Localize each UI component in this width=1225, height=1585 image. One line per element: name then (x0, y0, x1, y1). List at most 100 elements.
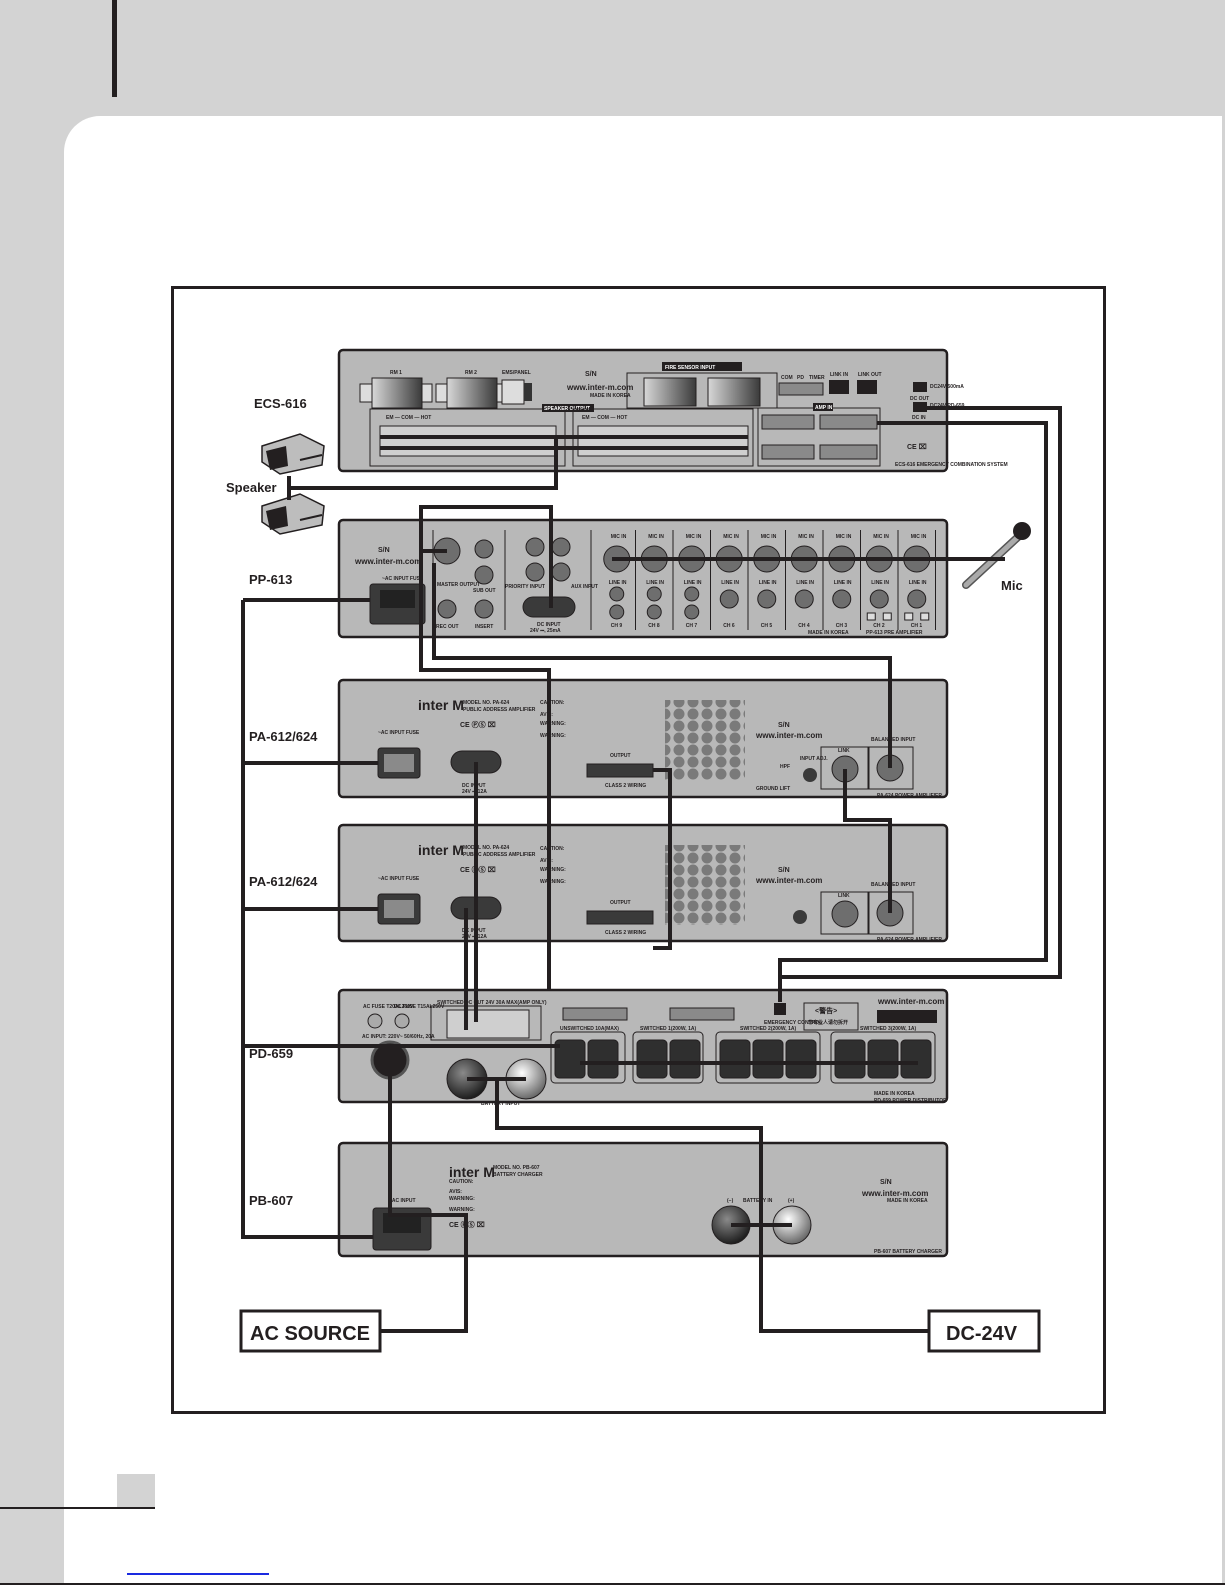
pb-caution: CAUTION: (449, 1179, 474, 1185)
terminal-legend-right: EM — COM — HOT (582, 415, 627, 421)
pb-model-desc: BATTERY CHARGER (493, 1172, 543, 1178)
iec-outlet (636, 1039, 668, 1079)
pa1-ground-lift: GROUND LIFT (756, 786, 790, 792)
ac-source-wire (380, 1060, 468, 1333)
pa2-sn: S/N (778, 867, 790, 874)
pd-unswitched-label: UNSWITCHED 10A(MAX) (560, 1026, 619, 1032)
diagram-frame (171, 286, 1106, 1414)
pd-dc-fuse-label: DC FUSE T15AL250V (394, 1004, 445, 1010)
pa-612-624-label-1: PA-612/624 (249, 729, 318, 744)
line-in-label: LINE IN (646, 580, 664, 586)
line-in-jack (757, 589, 777, 609)
sub-out-jack-1 (474, 539, 494, 559)
mic-in-label: MIC IN (836, 534, 852, 540)
line-in-jack (907, 589, 927, 609)
pa1-dc-input-label: DC INPUT (462, 783, 486, 789)
pa1-sn: S/N (778, 722, 790, 729)
sn-mark: S/N (585, 371, 597, 378)
phantom-power-switch[interactable] (920, 612, 930, 621)
pd-659-label: PD-659 (249, 1046, 293, 1061)
master-out-wire (432, 563, 892, 768)
channel-label: CH 3 (836, 623, 848, 629)
terminal-legend-left: EM — COM — HOT (386, 415, 431, 421)
pa1-model-footer: PA-624 POWER AMPLIFIER (877, 793, 942, 799)
aux-input-1 (551, 537, 571, 557)
iec-outlet (554, 1039, 586, 1079)
pa1-output-label: OUTPUT (610, 753, 631, 759)
page-number-box (117, 1474, 155, 1508)
footer-link[interactable] (127, 1573, 269, 1575)
pa1-cert-marks: CE ⓅⓈ ⌧ (460, 720, 496, 729)
channel-label: CH 1 (911, 623, 923, 629)
fire-sensor-9-16-connector (707, 377, 761, 407)
pa1-brand-logo: inter M (418, 697, 464, 713)
channel-label: CH 4 (798, 623, 810, 629)
pa1-avis: AVIS: (540, 712, 553, 718)
pa2-output-terminal (586, 910, 654, 925)
pa1-class2-label: CLASS 2 WIRING (605, 783, 646, 789)
amp-in-terminal-3 (761, 444, 815, 460)
pa1-balanced-label: BALANCED INPUT (871, 737, 915, 743)
pd-label: PD (797, 375, 804, 381)
pd-made-in: MADE IN KOREA (874, 1091, 915, 1097)
iec-outlet (752, 1039, 784, 1079)
priority-input-2 (525, 562, 545, 582)
pa1-output-terminal (586, 763, 654, 778)
pa1-url: www.inter-m.com (755, 731, 822, 740)
speaker-output-badge (542, 404, 594, 412)
speaker-icon (261, 493, 325, 535)
pb-warning-2: WARNING: (449, 1207, 475, 1213)
ecs-616-label: ECS-616 (254, 396, 307, 411)
speaker-terminal-block-left (379, 425, 557, 457)
rm2-connector (435, 377, 508, 409)
line-in-jack (869, 589, 889, 609)
pa2-ac-input-label: ~AC INPUT FUSE (378, 876, 420, 882)
line-in-jack (719, 589, 739, 609)
dc-in-label: DC IN (912, 415, 926, 421)
pa2-class2-label: CLASS 2 WIRING (605, 930, 646, 936)
line-in-l-jack (609, 604, 625, 620)
pb-model-no: MODEL NO. PB-607 (493, 1165, 540, 1171)
duck-switch[interactable] (904, 612, 914, 621)
line-in-label: LINE IN (609, 580, 627, 586)
pa-output-wire (653, 768, 672, 950)
wiring (241, 406, 1062, 1333)
line-in-r-jack (609, 586, 625, 602)
pd-warning-box (803, 1002, 859, 1031)
footer-rule (0, 1507, 155, 1509)
rec-out-label: REC OUT (436, 624, 459, 630)
mic-in-label: MIC IN (648, 534, 664, 540)
ecs-dc-in-wire (780, 406, 1062, 979)
timer-label: TIMER (809, 375, 825, 381)
pa2-link-label: LINK (838, 893, 850, 899)
phantom-power-switch[interactable] (882, 612, 892, 621)
pp-model-footer: PP-613 PRE AMPLIFIER (866, 630, 923, 636)
duck-switch[interactable] (866, 612, 876, 621)
pd-emergency-port (774, 1003, 786, 1015)
pa2-model-desc: PUBLIC ADDRESS AMPLIFIER (463, 852, 536, 858)
pb-minus-label: (−) (727, 1198, 734, 1204)
rm1-label: RM 1 (390, 370, 402, 376)
speaker-output-label: SPEAKER OUTPUT (544, 406, 590, 412)
channel-label: CH 8 (648, 623, 660, 629)
ce-mark: CE ⌧ (907, 443, 927, 451)
link-out-port (857, 380, 877, 394)
pa2-caution: CAUTION: (540, 846, 565, 852)
pb-607-panel: inter M MODEL NO. PB-607 BATTERY CHARGER… (337, 1141, 949, 1258)
pd-dc-out-terminals (446, 1009, 530, 1039)
header-tab-marker (112, 0, 117, 97)
pd-dc-out-label: SWITCHED DC OUT 24V 30A MAX(AMP ONLY) (437, 1000, 547, 1006)
com-pd-timer-terminal (778, 382, 824, 396)
pa-624-panel-1: inter M MODEL NO. PA-624 PUBLIC ADDRESS … (337, 678, 949, 799)
mic-in-label: MIC IN (686, 534, 702, 540)
line-in-label: LINE IN (759, 580, 777, 586)
insert-label: INSERT (475, 624, 493, 630)
iec-outlet (785, 1039, 817, 1079)
iec-outlet (900, 1039, 932, 1079)
dc-out-label: DC OUT (910, 396, 929, 402)
fire-sensor-1-8-connector (643, 377, 697, 407)
iec-outlet (867, 1039, 899, 1079)
pa1-model-desc: PUBLIC ADDRESS AMPLIFIER (463, 707, 536, 713)
